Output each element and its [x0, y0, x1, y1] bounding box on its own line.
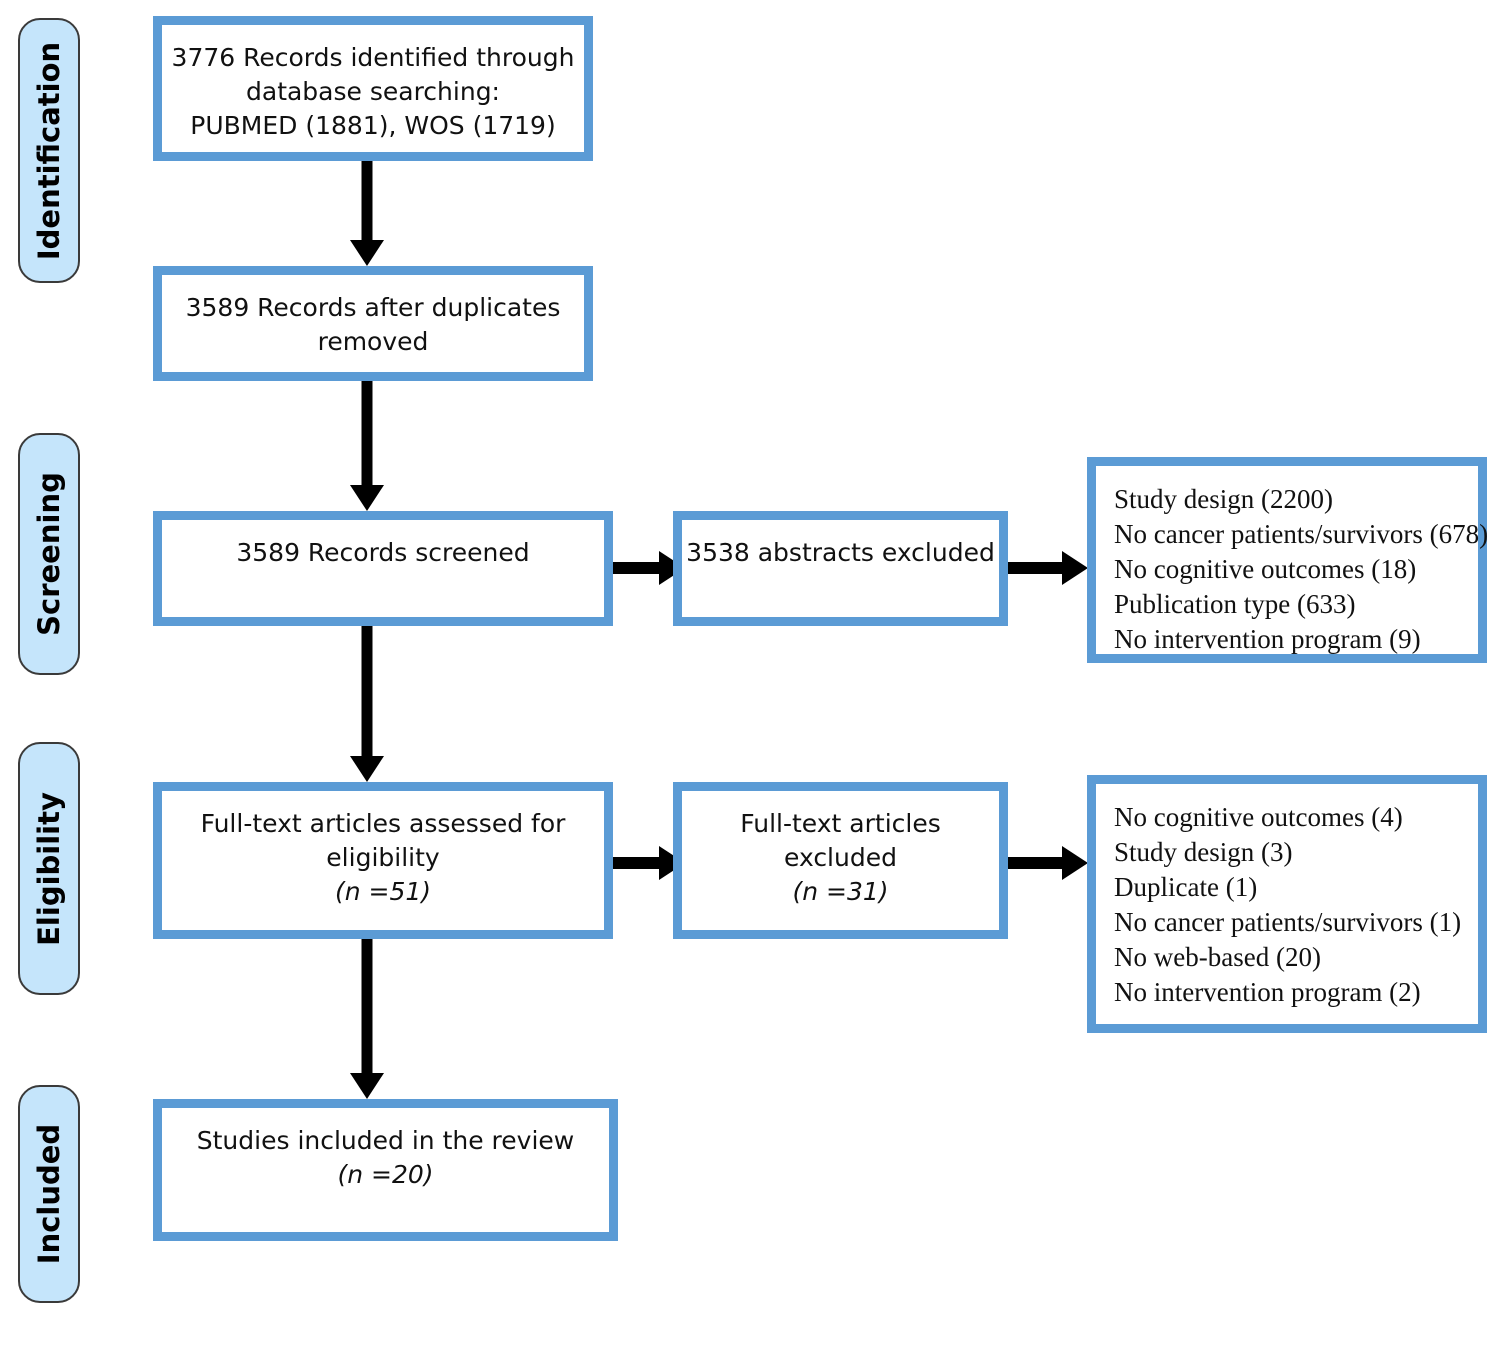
reason-line: No cancer patients/survivors (678) — [1114, 519, 1489, 550]
box-line: eligibility — [326, 843, 440, 872]
box-line: Full-text articles assessed for — [200, 809, 566, 838]
arrow-head-down-icon — [350, 485, 384, 511]
reason-line: Study design (3) — [1114, 837, 1293, 868]
arrow-shaft — [613, 857, 663, 869]
arrow-shaft — [361, 939, 373, 1073]
arrow-shaft — [361, 626, 373, 756]
stage-label-screening-text: Screening — [32, 472, 66, 636]
box-records-screened-text: 3589 Records screened — [162, 520, 604, 570]
box-line: 3776 Records identified through — [171, 43, 575, 72]
box-line: 3589 Records after duplicates — [185, 293, 561, 322]
reason-line: Publication type (633) — [1114, 589, 1356, 620]
arrow-fulltext-to-included — [345, 939, 389, 1099]
box-fulltext-excluded-text: Full-text articles excluded (n =31) — [682, 791, 999, 909]
arrow-shaft — [361, 161, 373, 240]
reason-line: No web-based (20) — [1114, 942, 1321, 973]
arrow-shaft — [1008, 562, 1066, 574]
reason-line: No cognitive outcomes (4) — [1114, 802, 1403, 832]
box-line: Studies included in the review — [196, 1126, 575, 1155]
box-studies-included-text: Studies included in the review (n =20) — [162, 1108, 609, 1192]
reason-line: Duplicate (1) — [1114, 872, 1258, 903]
box-records-identified: 3776 Records identified through database… — [153, 16, 593, 161]
stage-label-screening: Screening — [18, 433, 80, 675]
box-records-identified-text: 3776 Records identified through database… — [162, 25, 584, 143]
arrow-head-down-icon — [350, 1073, 384, 1099]
reason-line: Study design (2200) — [1114, 484, 1333, 514]
reason-line: No cognitive outcomes (18) — [1114, 554, 1417, 585]
box-n-label: (n =51) — [334, 877, 432, 906]
stage-label-identification: Identification — [18, 18, 80, 283]
arrow-abstracts-to-screening-reasons — [1008, 545, 1088, 591]
box-n-label: (n =20) — [337, 1160, 434, 1189]
arrow-shaft — [361, 381, 373, 485]
stage-label-included-text: Included — [32, 1123, 66, 1265]
box-line: 3589 Records screened — [236, 538, 530, 567]
box-line: 3538 abstracts excluded — [686, 538, 995, 567]
arrow-shaft — [1008, 857, 1066, 869]
arrow-head-right-icon — [1062, 846, 1088, 880]
box-abstracts-excluded-text: 3538 abstracts excluded — [682, 520, 999, 570]
reason-line: No cancer patients/survivors (1) — [1114, 907, 1462, 938]
stage-label-included: Included — [18, 1085, 80, 1303]
box-eligibility-exclusion-reasons: No cognitive outcomes (4) Study design (… — [1087, 775, 1487, 1033]
stage-label-eligibility: Eligibility — [18, 742, 80, 995]
box-fulltext-assessed-text: Full-text articles assessed for eligibil… — [162, 791, 604, 909]
arrow-head-down-icon — [350, 756, 384, 782]
box-fulltext-assessed: Full-text articles assessed for eligibil… — [153, 782, 613, 939]
box-line: Full-text articles excluded — [740, 809, 941, 872]
arrow-screened-to-fulltext — [345, 626, 389, 782]
box-screening-exclusion-reasons-text: Study design (2200) No cancer patients/s… — [1096, 466, 1489, 657]
box-eligibility-exclusion-reasons-text: No cognitive outcomes (4) Study design (… — [1096, 784, 1478, 1011]
box-line: database searching: — [246, 77, 500, 106]
arrow-duplicates-to-screened — [345, 381, 389, 511]
box-line: PUBMED (1881), WOS (1719) — [190, 111, 556, 140]
arrow-shaft — [613, 562, 663, 574]
arrow-identified-to-duplicates — [345, 161, 389, 266]
box-studies-included: Studies included in the review (n =20) — [153, 1099, 618, 1241]
stage-label-identification-text: Identification — [32, 41, 67, 260]
box-n-label: (n =31) — [792, 877, 889, 906]
reason-line: No intervention program (9) — [1114, 624, 1421, 655]
arrow-head-right-icon — [1062, 551, 1088, 585]
box-fulltext-excluded: Full-text articles excluded (n =31) — [673, 782, 1008, 939]
reason-line: No intervention program (2) — [1114, 977, 1421, 1008]
box-duplicates-removed: 3589 Records after duplicates removed — [153, 266, 593, 381]
arrow-head-down-icon — [350, 240, 384, 266]
box-line: removed — [317, 327, 429, 356]
box-abstracts-excluded: 3538 abstracts excluded — [673, 511, 1008, 626]
box-duplicates-removed-text: 3589 Records after duplicates removed — [162, 275, 584, 359]
box-screening-exclusion-reasons: Study design (2200) No cancer patients/s… — [1087, 457, 1489, 663]
box-records-screened: 3589 Records screened — [153, 511, 613, 626]
stage-label-eligibility-text: Eligibility — [32, 791, 66, 946]
arrow-fulltext-excluded-to-eligibility-reasons — [1008, 840, 1088, 886]
